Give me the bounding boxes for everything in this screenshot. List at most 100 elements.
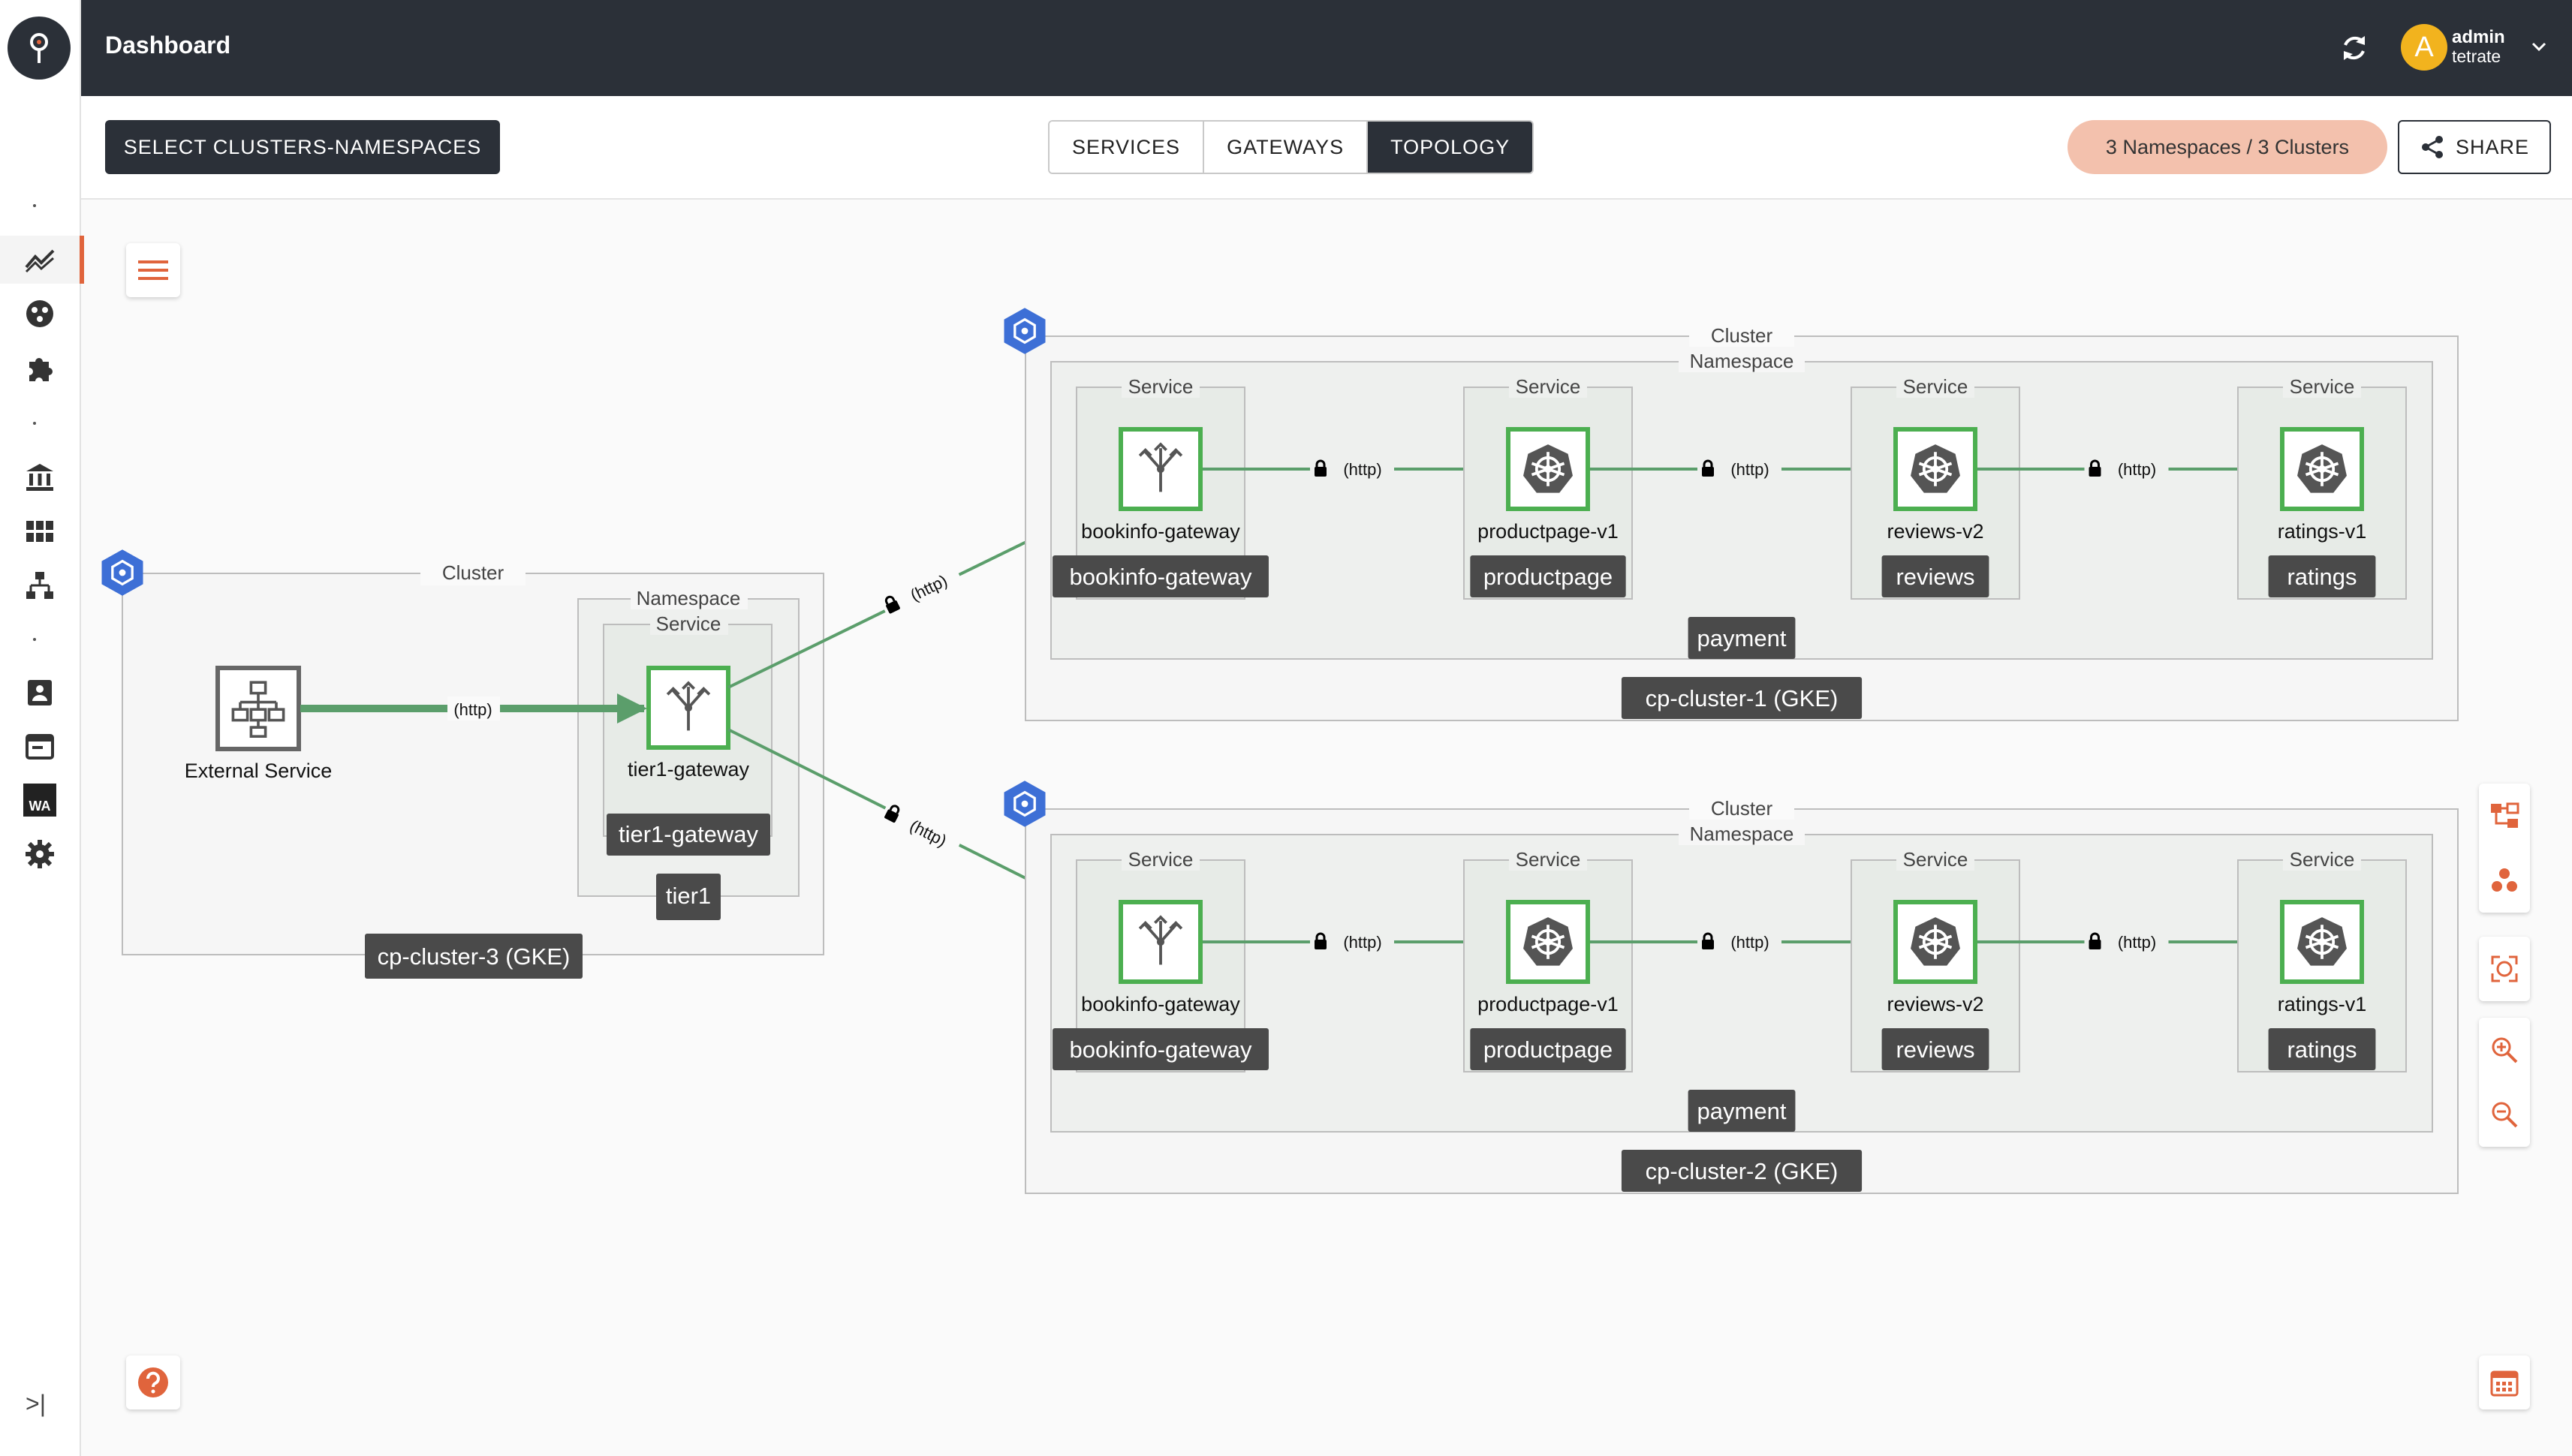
tier1-gateway-node[interactable]: tier1-gateway [628, 666, 750, 781]
grid-icon [26, 521, 53, 542]
sidebar-item-extensions[interactable] [0, 344, 80, 392]
cluster-tag-cp-cluster-3[interactable]: cp-cluster-3 (GKE) [365, 934, 583, 979]
node-label: reviews-v2 [1887, 993, 1983, 1015]
page-title: Dashboard [105, 32, 231, 59]
sidebar-item-events[interactable] [0, 722, 80, 770]
service-tag-label: ratings [2287, 1036, 2357, 1063]
share-label: SHARE [2455, 135, 2530, 158]
cluster-group-cp-cluster-2[interactable]: ClusterNamespaceServicebookinfo-gatewayb… [1002, 779, 2459, 1194]
service-caption: Service [656, 612, 721, 635]
sidebar-item-tenants[interactable] [0, 507, 80, 555]
node-label: ratings-v1 [2278, 993, 2367, 1015]
service-tag-tier1-gateway[interactable]: tier1-gateway [607, 814, 770, 856]
layout-hierarchy-button[interactable] [2479, 784, 2530, 848]
node-bookinfo-gateway[interactable]: bookinfo-gateway [1081, 427, 1240, 543]
graph-menu-button[interactable] [126, 243, 180, 297]
cluster-group-cp-cluster-1[interactable]: ClusterNamespaceServicebookinfo-gatewayb… [1002, 306, 2459, 721]
fit-to-screen-button[interactable] [2479, 937, 2530, 1001]
node-reviews-v2[interactable]: reviews-v2 [1887, 900, 1984, 1015]
node-label: reviews-v2 [1887, 520, 1983, 543]
cluster-tag[interactable]: cp-cluster-1 (GKE) [1621, 677, 1863, 719]
tab-topology[interactable]: TOPOLOGY [1368, 122, 1533, 173]
node-ratings-v1[interactable]: ratings-v1 [2278, 427, 2367, 543]
cluster-caption: Cluster [1711, 797, 1773, 820]
namespaces-clusters-badge[interactable]: 3 Namespaces / 3 Clusters [2068, 120, 2387, 174]
zoom-out-icon [2492, 1102, 2518, 1128]
sidebar-item-workspaces[interactable] [0, 290, 80, 338]
service-tag[interactable]: reviews [1881, 1028, 1989, 1070]
hierarchy-layout-icon [2491, 802, 2519, 828]
edge[interactable]: (http) [1977, 457, 2281, 481]
service-tag-label: tier1-gateway [619, 821, 759, 847]
node-reviews-v2[interactable]: reviews-v2 [1887, 427, 1984, 543]
bank-icon [26, 464, 53, 491]
sidebar-item-wasm[interactable]: WA [0, 776, 80, 824]
hierarchy-icon [26, 572, 53, 599]
edge[interactable]: (http) [1590, 457, 1894, 481]
share-button[interactable]: SHARE [2398, 120, 2551, 174]
node-productpage-v1[interactable]: productpage-v1 [1477, 900, 1619, 1015]
sidebar-item-users[interactable] [0, 668, 80, 716]
tab-gateways[interactable]: GATEWAYS [1204, 122, 1369, 173]
service-tag[interactable]: ratings [2268, 555, 2376, 597]
user-org: tetrate [2452, 47, 2501, 66]
cluster-tag-label: cp-cluster-3 (GKE) [378, 943, 571, 970]
namespace-tag-label: payment [1697, 1098, 1787, 1124]
external-service-node[interactable]: External Service [185, 666, 333, 782]
edge[interactable]: (http) [1203, 930, 1507, 954]
help-button[interactable] [126, 1355, 180, 1409]
sidebar-item-metrics[interactable] [0, 236, 84, 284]
cluster-tag-label: cp-cluster-1 (GKE) [1646, 685, 1839, 711]
select-clusters-namespaces-button[interactable]: SELECT CLUSTERS-NAMESPACES [105, 120, 500, 174]
sidebar-item-settings[interactable] [0, 830, 80, 878]
user-avatar[interactable]: A [2401, 24, 2447, 71]
cluster-tag[interactable]: cp-cluster-2 (GKE) [1621, 1150, 1863, 1192]
refresh-button[interactable] [2335, 29, 2374, 68]
layout-cluster-button[interactable] [2479, 848, 2530, 913]
edge[interactable]: (http) [1977, 930, 2281, 954]
node-ratings-v1[interactable]: ratings-v1 [2278, 900, 2367, 1015]
sidebar-collapse-button[interactable]: >| [26, 1390, 46, 1417]
zoom-in-button[interactable] [2479, 1018, 2530, 1082]
namespace-caption: Namespace [637, 587, 741, 609]
zoom-out-button[interactable] [2479, 1082, 2530, 1147]
service-caption: Service [1128, 375, 1194, 398]
service-tag[interactable]: bookinfo-gateway [1053, 1028, 1269, 1070]
service-box-tier1-gateway[interactable]: Service [603, 612, 773, 837]
edge[interactable]: (http) [1590, 930, 1894, 954]
namespace-tag[interactable]: payment [1688, 1090, 1796, 1132]
tab-services[interactable]: SERVICES [1050, 122, 1205, 173]
namespace-tag-tier1[interactable]: tier1 [656, 874, 721, 920]
node-productpage-v1[interactable]: productpage-v1 [1477, 427, 1619, 543]
service-tag[interactable]: reviews [1881, 555, 1989, 597]
edge[interactable]: (http) [1203, 457, 1507, 481]
service-tag-label: productpage [1483, 564, 1613, 590]
zoom-in-icon [2492, 1037, 2518, 1063]
edge-protocol-label: (http) [1343, 460, 1381, 479]
sidebar-item-organizations[interactable] [0, 453, 80, 501]
service-tag[interactable]: bookinfo-gateway [1053, 555, 1269, 597]
namespace-tag[interactable]: payment [1688, 617, 1796, 659]
service-tag[interactable]: ratings [2268, 1028, 2376, 1070]
service-tag-label: reviews [1896, 564, 1974, 590]
cluster-tag-label: cp-cluster-2 (GKE) [1646, 1158, 1839, 1184]
node-bookinfo-gateway[interactable]: bookinfo-gateway [1081, 900, 1240, 1015]
node-label: tier1-gateway [628, 758, 750, 781]
service-tag[interactable]: productpage [1470, 555, 1626, 597]
node-label: ratings-v1 [2278, 520, 2367, 543]
node-label: productpage-v1 [1477, 993, 1619, 1015]
time-range-button[interactable] [2479, 1355, 2530, 1409]
service-tag[interactable]: productpage [1470, 1028, 1626, 1070]
sidebar-item-clusters[interactable] [0, 561, 80, 609]
edge-external-to-tier1[interactable]: (http) [300, 693, 647, 723]
view-tabs: SERVICES GATEWAYS TOPOLOGY [1048, 120, 1534, 174]
user-menu-chevron[interactable] [2528, 36, 2549, 61]
service-tag-label: productpage [1483, 1036, 1613, 1063]
cluster-caption: Cluster [1711, 324, 1773, 347]
refresh-icon [2344, 36, 2365, 60]
service-caption: Service [2290, 375, 2355, 398]
user-name[interactable]: admin [2452, 27, 2505, 47]
calendar-icon [26, 734, 54, 760]
tetrate-logo[interactable] [8, 17, 71, 80]
